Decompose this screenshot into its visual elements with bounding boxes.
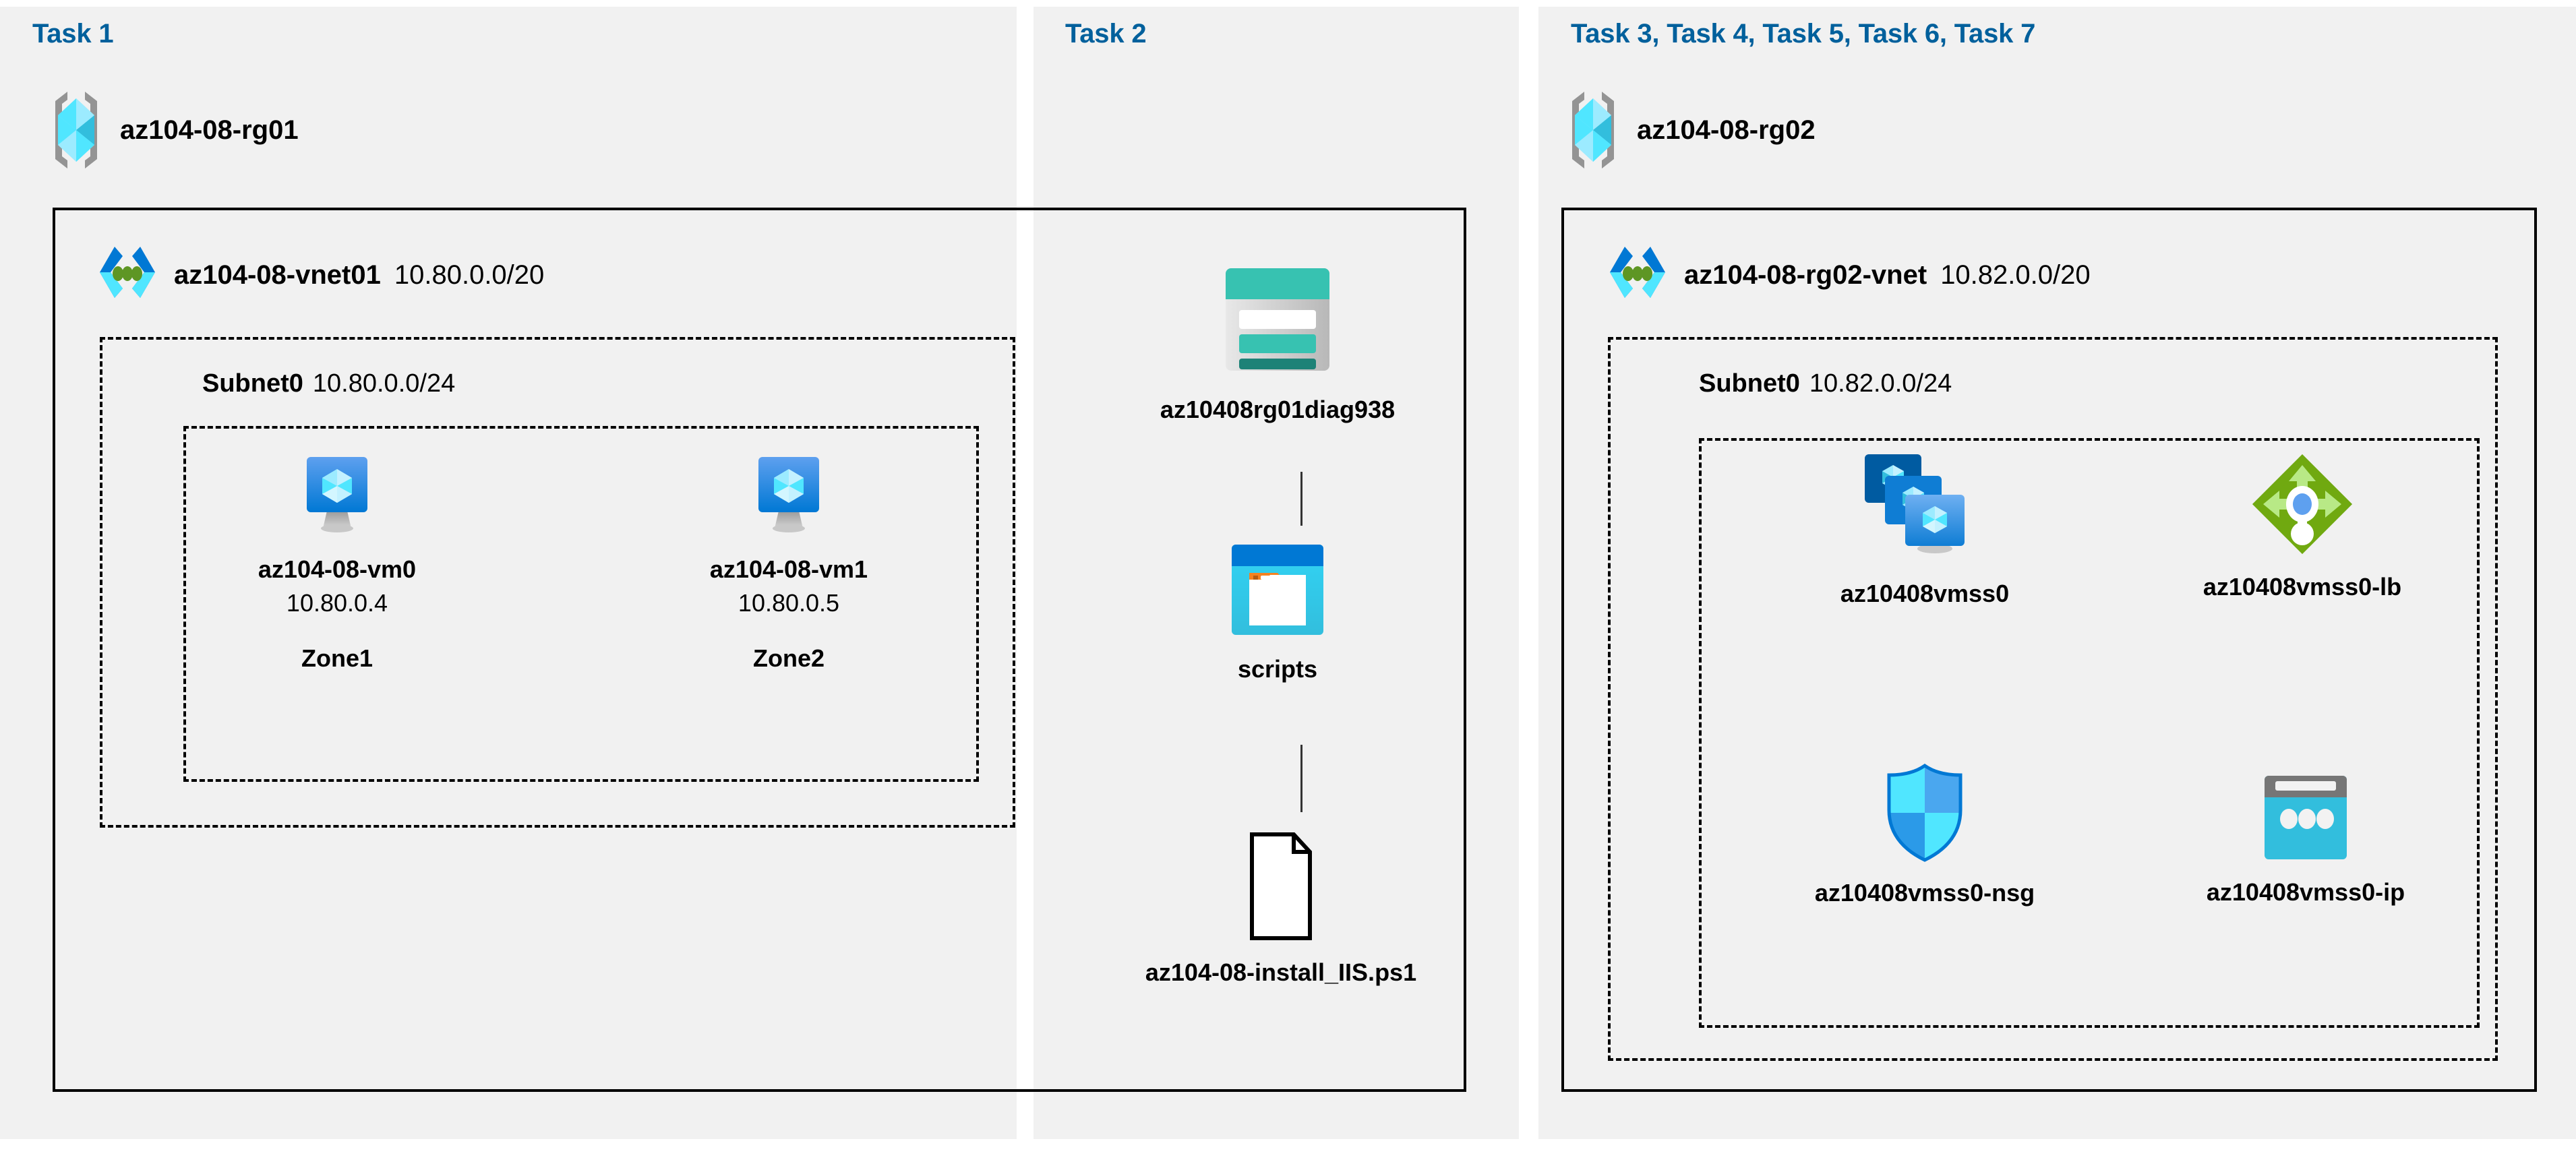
resource-group-icon bbox=[1564, 86, 1622, 174]
subnet0-left-header: Subnet0 10.80.0.0/24 bbox=[202, 369, 455, 398]
vmss-resources-boundary bbox=[1699, 438, 2480, 1028]
subnet0-right-boundary bbox=[1608, 337, 2498, 1061]
vnet-name: az104-08-vnet01 bbox=[174, 259, 381, 290]
vnet01-boundary bbox=[53, 208, 1466, 1092]
blob-container-name: scripts bbox=[1237, 655, 1318, 683]
vm-name: az104-08-vm1 bbox=[709, 555, 868, 583]
node-vm-scale-set: az10408vmss0 bbox=[1780, 450, 2070, 608]
connector-storage-to-container bbox=[1300, 472, 1302, 526]
availability-zones-boundary bbox=[183, 426, 979, 782]
task3-panel bbox=[1538, 7, 2576, 1139]
vm-name: az104-08-vm0 bbox=[258, 555, 417, 583]
subnet-name: Subnet0 bbox=[202, 369, 303, 398]
subnet-name: Subnet0 bbox=[1699, 369, 1800, 398]
public-ip-name: az10408vmss0-ip bbox=[2206, 878, 2405, 906]
subnet-cidr: 10.80.0.0/24 bbox=[312, 369, 456, 398]
node-script-file: az104-08-install_IIS.ps1 bbox=[1072, 829, 1490, 987]
node-network-security-group: az10408vmss0-nsg bbox=[1746, 762, 2103, 907]
node-vm0: az104-08-vm0 10.80.0.4 Zone1 bbox=[222, 453, 452, 673]
vm-zone: Zone2 bbox=[752, 644, 825, 672]
file-icon bbox=[1237, 829, 1325, 944]
nsg-name: az10408vmss0-nsg bbox=[1814, 879, 2035, 907]
subnet-cidr: 10.82.0.0/24 bbox=[1809, 369, 1952, 398]
vnet-name: az104-08-rg02-vnet bbox=[1684, 259, 1927, 290]
virtual-machine-icon bbox=[749, 453, 829, 541]
public-ip-address-icon bbox=[2256, 772, 2355, 863]
blob-container-icon bbox=[1227, 539, 1328, 640]
task3-heading: Task 3, Task 4, Task 5, Task 6, Task 7 bbox=[1571, 19, 2036, 49]
resource-group-icon bbox=[47, 86, 105, 174]
virtual-network-icon bbox=[94, 243, 160, 307]
node-public-ip-address: az10408vmss0-ip bbox=[2157, 772, 2454, 907]
node-blob-container: scripts bbox=[1163, 539, 1392, 683]
node-storage-account: az10408rg01diag938 bbox=[1119, 263, 1436, 424]
storage-account-name: az10408rg01diag938 bbox=[1160, 396, 1396, 423]
resource-group-label: az104-08-rg02 bbox=[1637, 115, 1816, 145]
vnet01-header: az104-08-vnet01 10.80.0.0/20 bbox=[94, 243, 544, 307]
resource-group-label: az104-08-rg01 bbox=[120, 115, 299, 145]
vmss-name: az10408vmss0 bbox=[1840, 580, 2010, 607]
task1-panel bbox=[0, 7, 1017, 1139]
virtual-machine-icon bbox=[297, 453, 377, 541]
load-balancer-name: az10408vmss0-lb bbox=[2203, 573, 2402, 601]
subnet0-left-boundary bbox=[100, 337, 1015, 828]
network-security-group-icon bbox=[1881, 762, 1969, 864]
vnet02-boundary bbox=[1561, 208, 2537, 1092]
vnet02-header: az104-08-rg02-vnet 10.82.0.0/20 bbox=[1605, 243, 2091, 307]
connector-container-to-file bbox=[1300, 745, 1302, 812]
node-load-balancer: az10408vmss0-lb bbox=[2151, 450, 2454, 601]
vnet-cidr: 10.82.0.0/20 bbox=[1940, 259, 2091, 290]
vm-scale-set-icon bbox=[1861, 450, 1989, 565]
task1-heading: Task 1 bbox=[32, 19, 114, 49]
node-vm1: az104-08-vm1 10.80.0.5 Zone2 bbox=[674, 453, 903, 673]
vnet-cidr: 10.80.0.0/20 bbox=[394, 259, 545, 290]
subnet0-right-header: Subnet0 10.82.0.0/24 bbox=[1699, 369, 1952, 398]
task2-heading: Task 2 bbox=[1065, 19, 1147, 49]
vm-zone: Zone1 bbox=[301, 644, 373, 672]
virtual-network-icon bbox=[1605, 243, 1671, 307]
storage-account-icon bbox=[1214, 263, 1342, 381]
resource-group-rg02: az104-08-rg02 bbox=[1564, 86, 1816, 174]
resource-group-rg01: az104-08-rg01 bbox=[47, 86, 299, 174]
load-balancer-icon bbox=[2248, 450, 2356, 558]
vm-ip: 10.80.0.4 bbox=[286, 589, 388, 617]
vm-ip: 10.80.0.5 bbox=[738, 589, 840, 617]
script-file-name: az104-08-install_IIS.ps1 bbox=[1145, 958, 1417, 986]
